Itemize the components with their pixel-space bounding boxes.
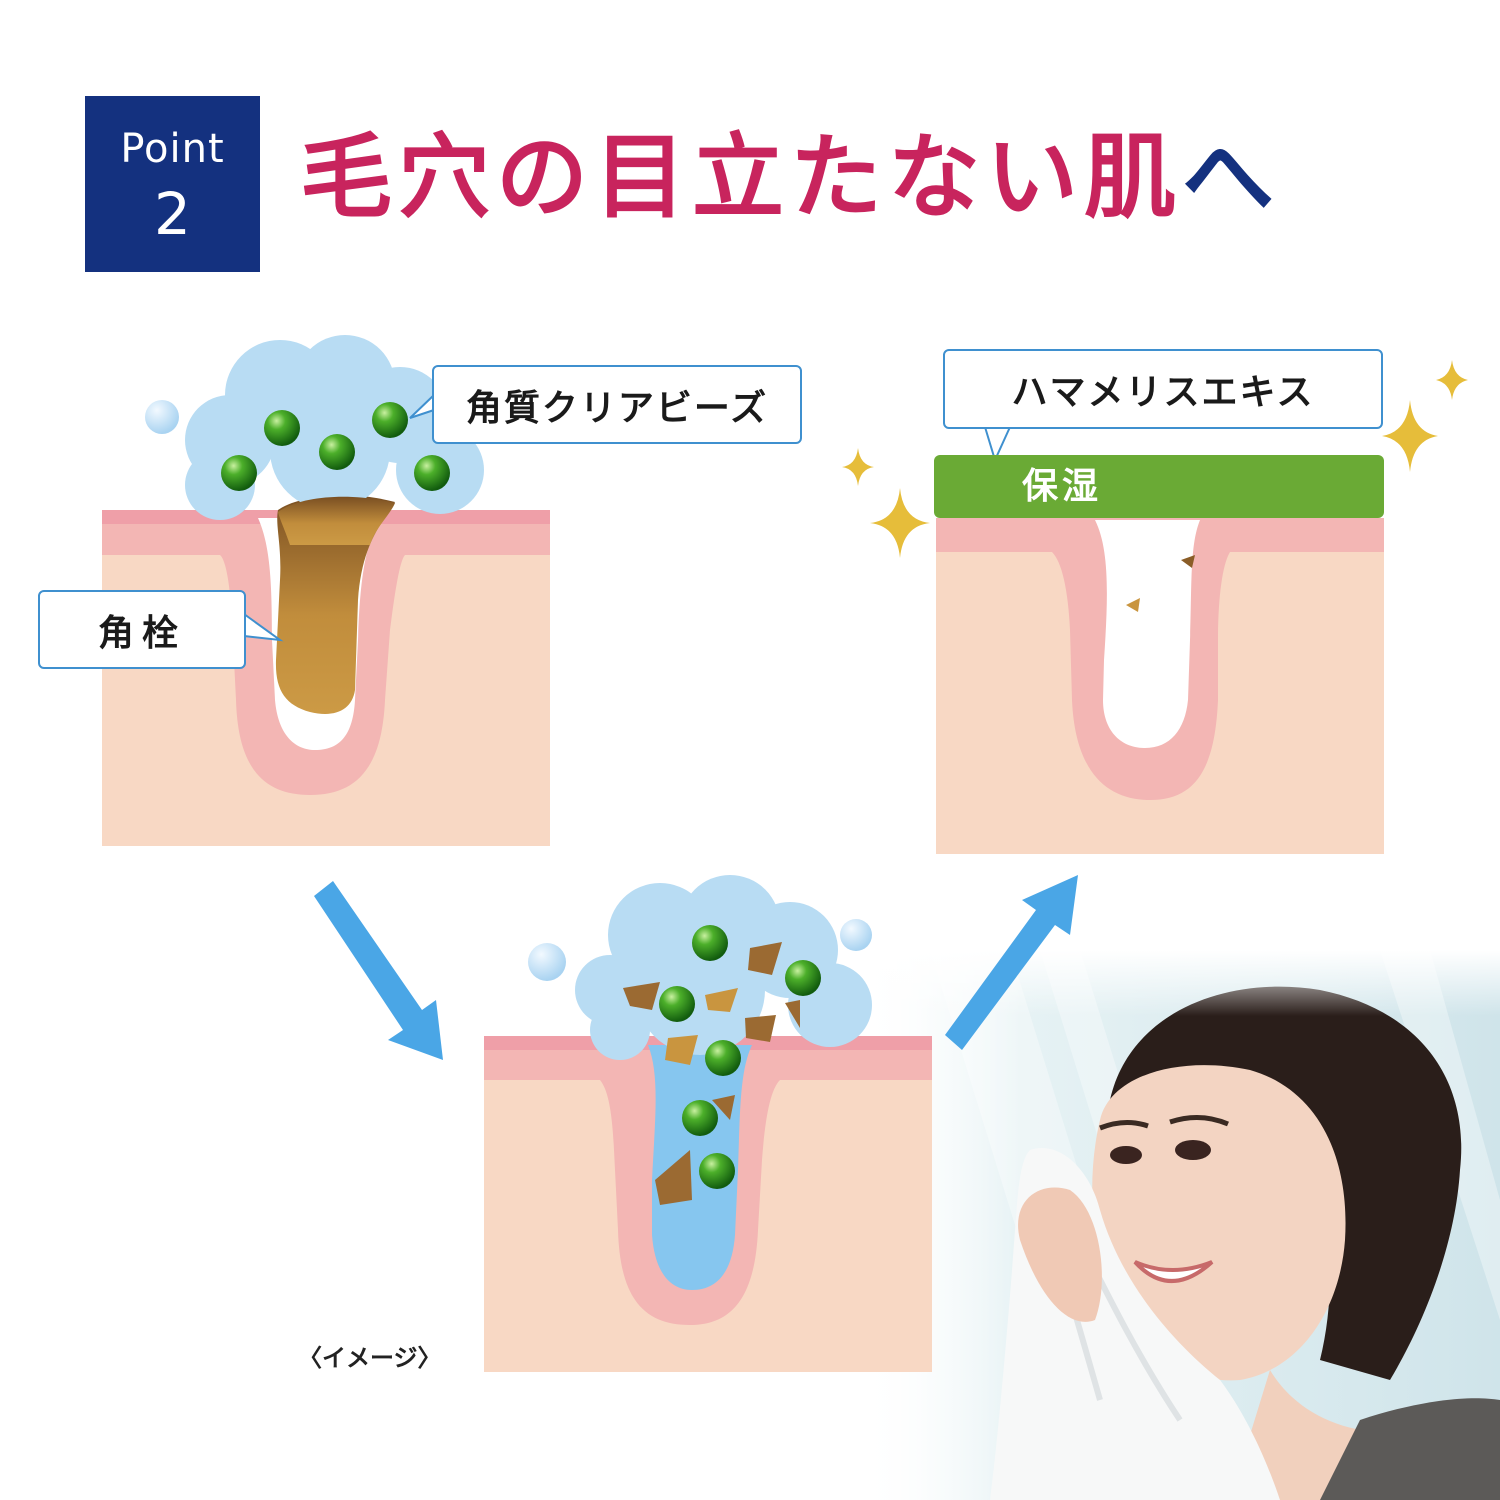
bead-icon: [785, 960, 821, 996]
bead-icon: [319, 434, 355, 470]
bead-icon: [264, 410, 300, 446]
point-label: Point: [120, 126, 225, 172]
bead-icon: [414, 455, 450, 491]
moisture-bar: 保湿: [934, 455, 1384, 518]
bead-icon: [705, 1040, 741, 1076]
panel-clogged-pore: [102, 335, 550, 846]
callout-hamamelis-extract: ハマメリスエキス: [943, 349, 1383, 429]
arrow-up-right-icon: [945, 875, 1078, 1050]
bead-icon: [682, 1100, 718, 1136]
bead-icon: [372, 402, 408, 438]
woman-photo: [860, 950, 1500, 1500]
panel-clean-pore: [936, 426, 1384, 854]
headline: 毛穴の目立たない肌へ: [300, 122, 1280, 232]
bead-icon: [659, 986, 695, 1022]
image-note: 〈イメージ〉: [298, 1344, 442, 1372]
bead-icon: [221, 455, 257, 491]
point-number: 2: [154, 180, 191, 248]
headline-tail: へ: [1182, 123, 1281, 231]
sparkle-icon: [842, 360, 1468, 558]
panel-cleansing: [484, 875, 932, 1372]
callout-pore-plug: 角栓: [38, 590, 246, 669]
arrow-down-right-icon: [314, 881, 443, 1060]
bead-icon: [699, 1153, 735, 1189]
point-badge: Point 2: [85, 96, 260, 272]
bead-icon: [692, 925, 728, 961]
callout-exfoliating-beads: 角質クリアビーズ: [432, 365, 802, 444]
headline-main: 毛穴の目立たない肌: [300, 123, 1183, 231]
